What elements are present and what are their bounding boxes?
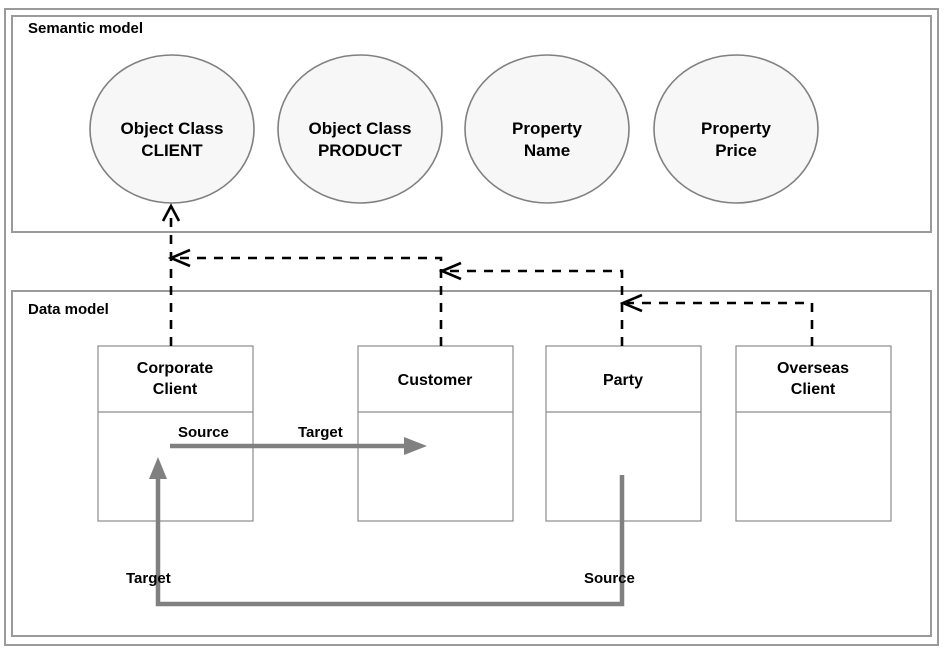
relation-corporate-client-to-customer[interactable]: Source Target	[170, 424, 427, 455]
semantic-node-property-name[interactable]: Property Name	[464, 54, 630, 204]
semantic-node-label-line2: PRODUCT	[318, 141, 403, 160]
entity-box-shape	[735, 345, 892, 522]
circle-shape	[277, 54, 443, 204]
semantic-node-label-line2: Price	[715, 141, 757, 160]
circle-shape	[653, 54, 819, 204]
mapping-line	[175, 256, 443, 346]
semantic-node-label-line1: Property	[701, 119, 771, 138]
relation-line	[155, 475, 625, 607]
entity-overseas-client[interactable]: Overseas Client	[735, 345, 892, 522]
mapping-arrowhead-left-icon	[167, 248, 191, 268]
entity-label-line1: Overseas	[777, 360, 849, 377]
mapping-arrowhead-left-icon	[438, 261, 462, 281]
mapping-line	[627, 301, 814, 346]
entity-label-line1: Corporate	[137, 360, 214, 377]
mapping-corporate-client-to-client-class[interactable]	[161, 203, 181, 346]
mapping-arrowhead-left-icon	[619, 293, 643, 313]
mapping-overseas-client-to-party[interactable]	[619, 293, 814, 346]
relation-arrowhead-right-icon	[404, 437, 427, 455]
semantic-node-property-price[interactable]: Property Price	[653, 54, 819, 204]
entity-label-line2: Client	[791, 381, 836, 398]
entity-customer[interactable]: Customer	[357, 345, 514, 522]
relation-arrowhead-up-icon	[149, 457, 167, 479]
circle-shape	[464, 54, 630, 204]
entity-corporate-client[interactable]: Corporate Client	[97, 345, 254, 522]
entity-box-shape	[97, 345, 254, 522]
mapping-party-to-customer[interactable]	[438, 261, 624, 346]
entity-label-line2: Client	[153, 381, 198, 398]
semantic-node-label-line2: Name	[524, 141, 570, 160]
relation-label-target: Target	[126, 570, 171, 587]
semantic-node-object-class-client[interactable]: Object Class CLIENT	[89, 54, 255, 204]
circle-shape	[89, 54, 255, 204]
data-model-title: Data model	[28, 301, 109, 318]
mapping-customer-to-client-class[interactable]	[167, 248, 443, 346]
semantic-model-title: Semantic model	[28, 20, 143, 37]
relation-party-to-corporate-client[interactable]: Target Source	[126, 457, 635, 607]
semantic-node-label-line2: CLIENT	[141, 141, 203, 160]
semantic-node-label-line1: Property	[512, 119, 582, 138]
entity-label-line1: Customer	[398, 372, 473, 389]
mapping-arrowhead-up-icon	[161, 203, 181, 222]
entity-box-shape	[357, 345, 514, 522]
entity-label-line1: Party	[603, 372, 643, 389]
mapping-line	[446, 269, 624, 346]
semantic-node-label-line1: Object Class	[309, 119, 412, 138]
relation-label-source: Source	[178, 424, 229, 441]
relation-label-source: Source	[584, 570, 635, 587]
semantic-node-object-class-product[interactable]: Object Class PRODUCT	[277, 54, 443, 204]
semantic-node-label-line1: Object Class	[121, 119, 224, 138]
relation-label-target: Target	[298, 424, 343, 441]
